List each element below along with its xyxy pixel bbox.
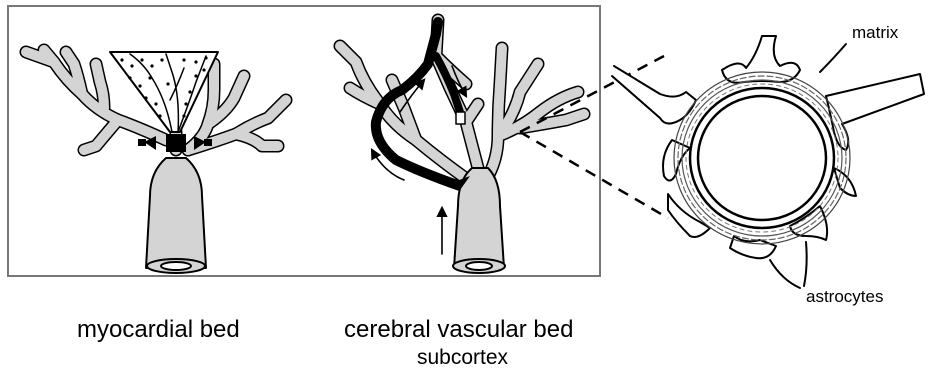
astrocytes-label: astrocytes	[806, 287, 883, 307]
matrix-label: matrix	[852, 23, 898, 43]
myocardial-bed-caption: myocardial bed	[77, 316, 240, 344]
subcortex-caption: subcortex	[417, 346, 508, 370]
cerebral-bed-caption: cerebral vascular bed	[344, 316, 573, 344]
capillary-cross-section	[612, 36, 924, 288]
